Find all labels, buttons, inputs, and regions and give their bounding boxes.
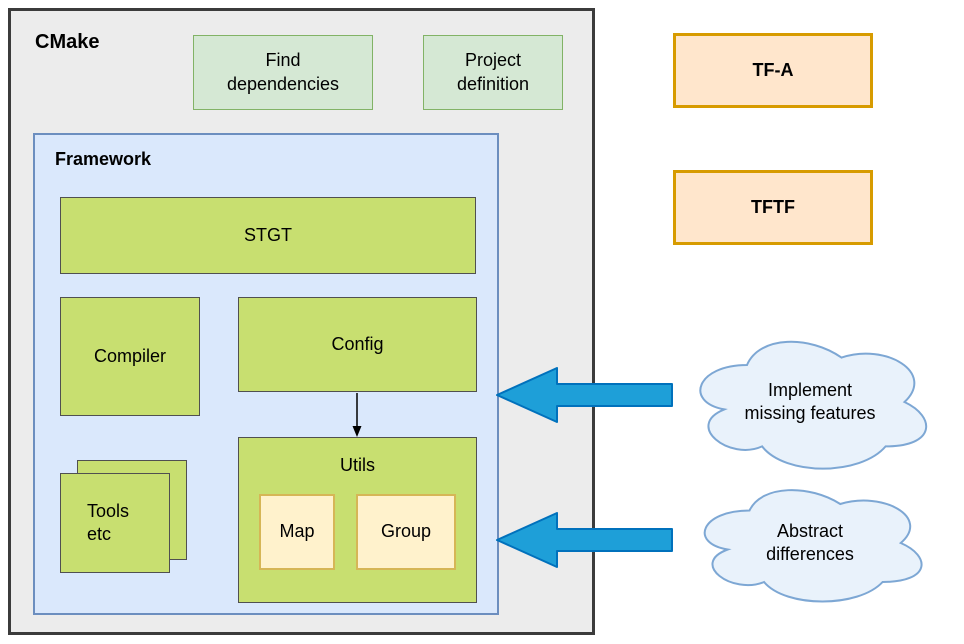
project-definition-node: Project definition [423, 35, 563, 110]
cloud-implement-label: Implement missing features [744, 379, 876, 423]
cloud-abstract-differences: Abstract differences [687, 476, 933, 610]
cmake-label: CMake [35, 31, 100, 53]
cmake-container: CMake Find dependencies Project definiti… [8, 8, 595, 635]
stgt-node: STGT [60, 197, 476, 274]
config-label: Config [331, 333, 384, 354]
compiler-label: Compiler [93, 345, 167, 366]
utils-node: Utils Map Group [238, 437, 477, 603]
cloud-shape-icon [699, 340, 928, 470]
map-label: Map [279, 521, 315, 542]
utils-label: Utils [340, 455, 375, 475]
framework-label: Framework [55, 149, 152, 169]
group-node: Group [356, 494, 456, 570]
tftf-label: TFTF [751, 196, 795, 217]
tools-etc-node: Tools etc [60, 473, 170, 573]
tfa-label: TF-A [752, 59, 794, 80]
project-definition-label: Project definition [456, 50, 530, 94]
cloud-implement-missing-features: Implement missing features [682, 326, 938, 478]
block-arrow-left-implement-icon [496, 367, 673, 423]
map-node: Map [259, 494, 335, 570]
config-node: Config [238, 297, 477, 392]
find-dependencies-label: Find dependencies [226, 50, 340, 94]
stgt-label: STGT [244, 224, 292, 245]
group-label: Group [380, 521, 432, 542]
find-dependencies-node: Find dependencies [193, 35, 373, 110]
compiler-node: Compiler [60, 297, 200, 416]
tftf-node: TFTF [673, 170, 873, 245]
block-arrow-left-abstract-icon [496, 512, 673, 568]
tfa-node: TF-A [673, 33, 873, 108]
config-to-utils-arrow-icon [352, 393, 362, 437]
tools-etc-label: Tools etc [87, 500, 130, 544]
cloud-abstract-label: Abstract differences [766, 520, 854, 564]
cloud-shape-icon [703, 489, 923, 603]
framework-container: Framework STGT Compiler Config Utils Map [33, 133, 499, 615]
